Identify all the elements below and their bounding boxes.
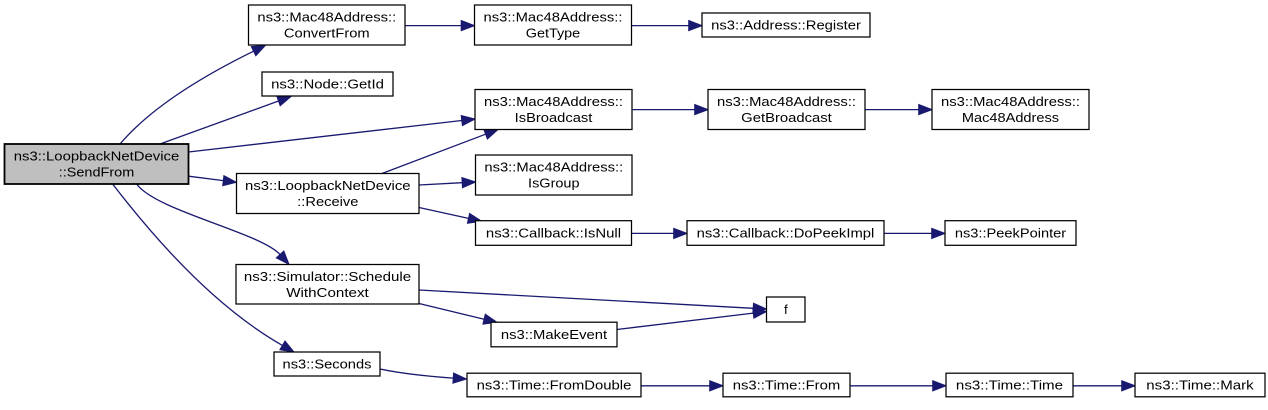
svg-text:ns3::LoopbackNetDevice: ns3::LoopbackNetDevice bbox=[245, 178, 411, 193]
svg-text:ns3::Time::Mark: ns3::Time::Mark bbox=[1146, 378, 1254, 393]
svg-text:ns3::Mac48Address::: ns3::Mac48Address:: bbox=[484, 94, 623, 109]
svg-text:ns3::Simulator::Schedule: ns3::Simulator::Schedule bbox=[244, 269, 411, 284]
svg-text:WithContext: WithContext bbox=[286, 285, 369, 300]
svg-text:ns3::Time::Time: ns3::Time::Time bbox=[956, 378, 1063, 393]
svg-text:IsGroup: IsGroup bbox=[528, 176, 580, 191]
svg-text:Mac48Address: Mac48Address bbox=[962, 110, 1059, 125]
svg-text:ns3::Mac48Address::: ns3::Mac48Address:: bbox=[941, 94, 1080, 109]
svg-text:ns3::Mac48Address::: ns3::Mac48Address:: bbox=[484, 10, 623, 25]
svg-text:ns3::Seconds: ns3::Seconds bbox=[283, 357, 372, 372]
svg-text:ns3::LoopbackNetDevice: ns3::LoopbackNetDevice bbox=[14, 149, 180, 164]
svg-text:ns3::Mac48Address::: ns3::Mac48Address:: bbox=[484, 160, 623, 175]
svg-text:::Receive: ::Receive bbox=[297, 194, 358, 209]
svg-text:ns3::Time::FromDouble: ns3::Time::FromDouble bbox=[477, 378, 632, 393]
svg-text:IsBroadcast: IsBroadcast bbox=[515, 110, 593, 125]
svg-text:ns3::Mac48Address::: ns3::Mac48Address:: bbox=[257, 10, 396, 25]
svg-text:ns3::Address::Register: ns3::Address::Register bbox=[711, 18, 861, 33]
svg-text:ns3::Callback::IsNull: ns3::Callback::IsNull bbox=[486, 226, 621, 241]
svg-text:GetBroadcast: GetBroadcast bbox=[741, 110, 832, 125]
svg-text:ns3::MakeEvent: ns3::MakeEvent bbox=[501, 327, 608, 342]
svg-text:ns3::Time::From: ns3::Time::From bbox=[733, 378, 841, 393]
svg-text:ConvertFrom: ConvertFrom bbox=[284, 26, 370, 41]
svg-text:ns3::Mac48Address::: ns3::Mac48Address:: bbox=[717, 94, 856, 109]
svg-text:ns3::Callback::DoPeekImpl: ns3::Callback::DoPeekImpl bbox=[697, 226, 875, 241]
svg-text:ns3::PeekPointer: ns3::PeekPointer bbox=[955, 226, 1067, 241]
svg-text:::SendFrom: ::SendFrom bbox=[59, 165, 135, 180]
svg-text:ns3::Node::GetId: ns3::Node::GetId bbox=[271, 77, 384, 92]
svg-text:f: f bbox=[784, 302, 788, 317]
svg-text:GetType: GetType bbox=[526, 26, 580, 41]
